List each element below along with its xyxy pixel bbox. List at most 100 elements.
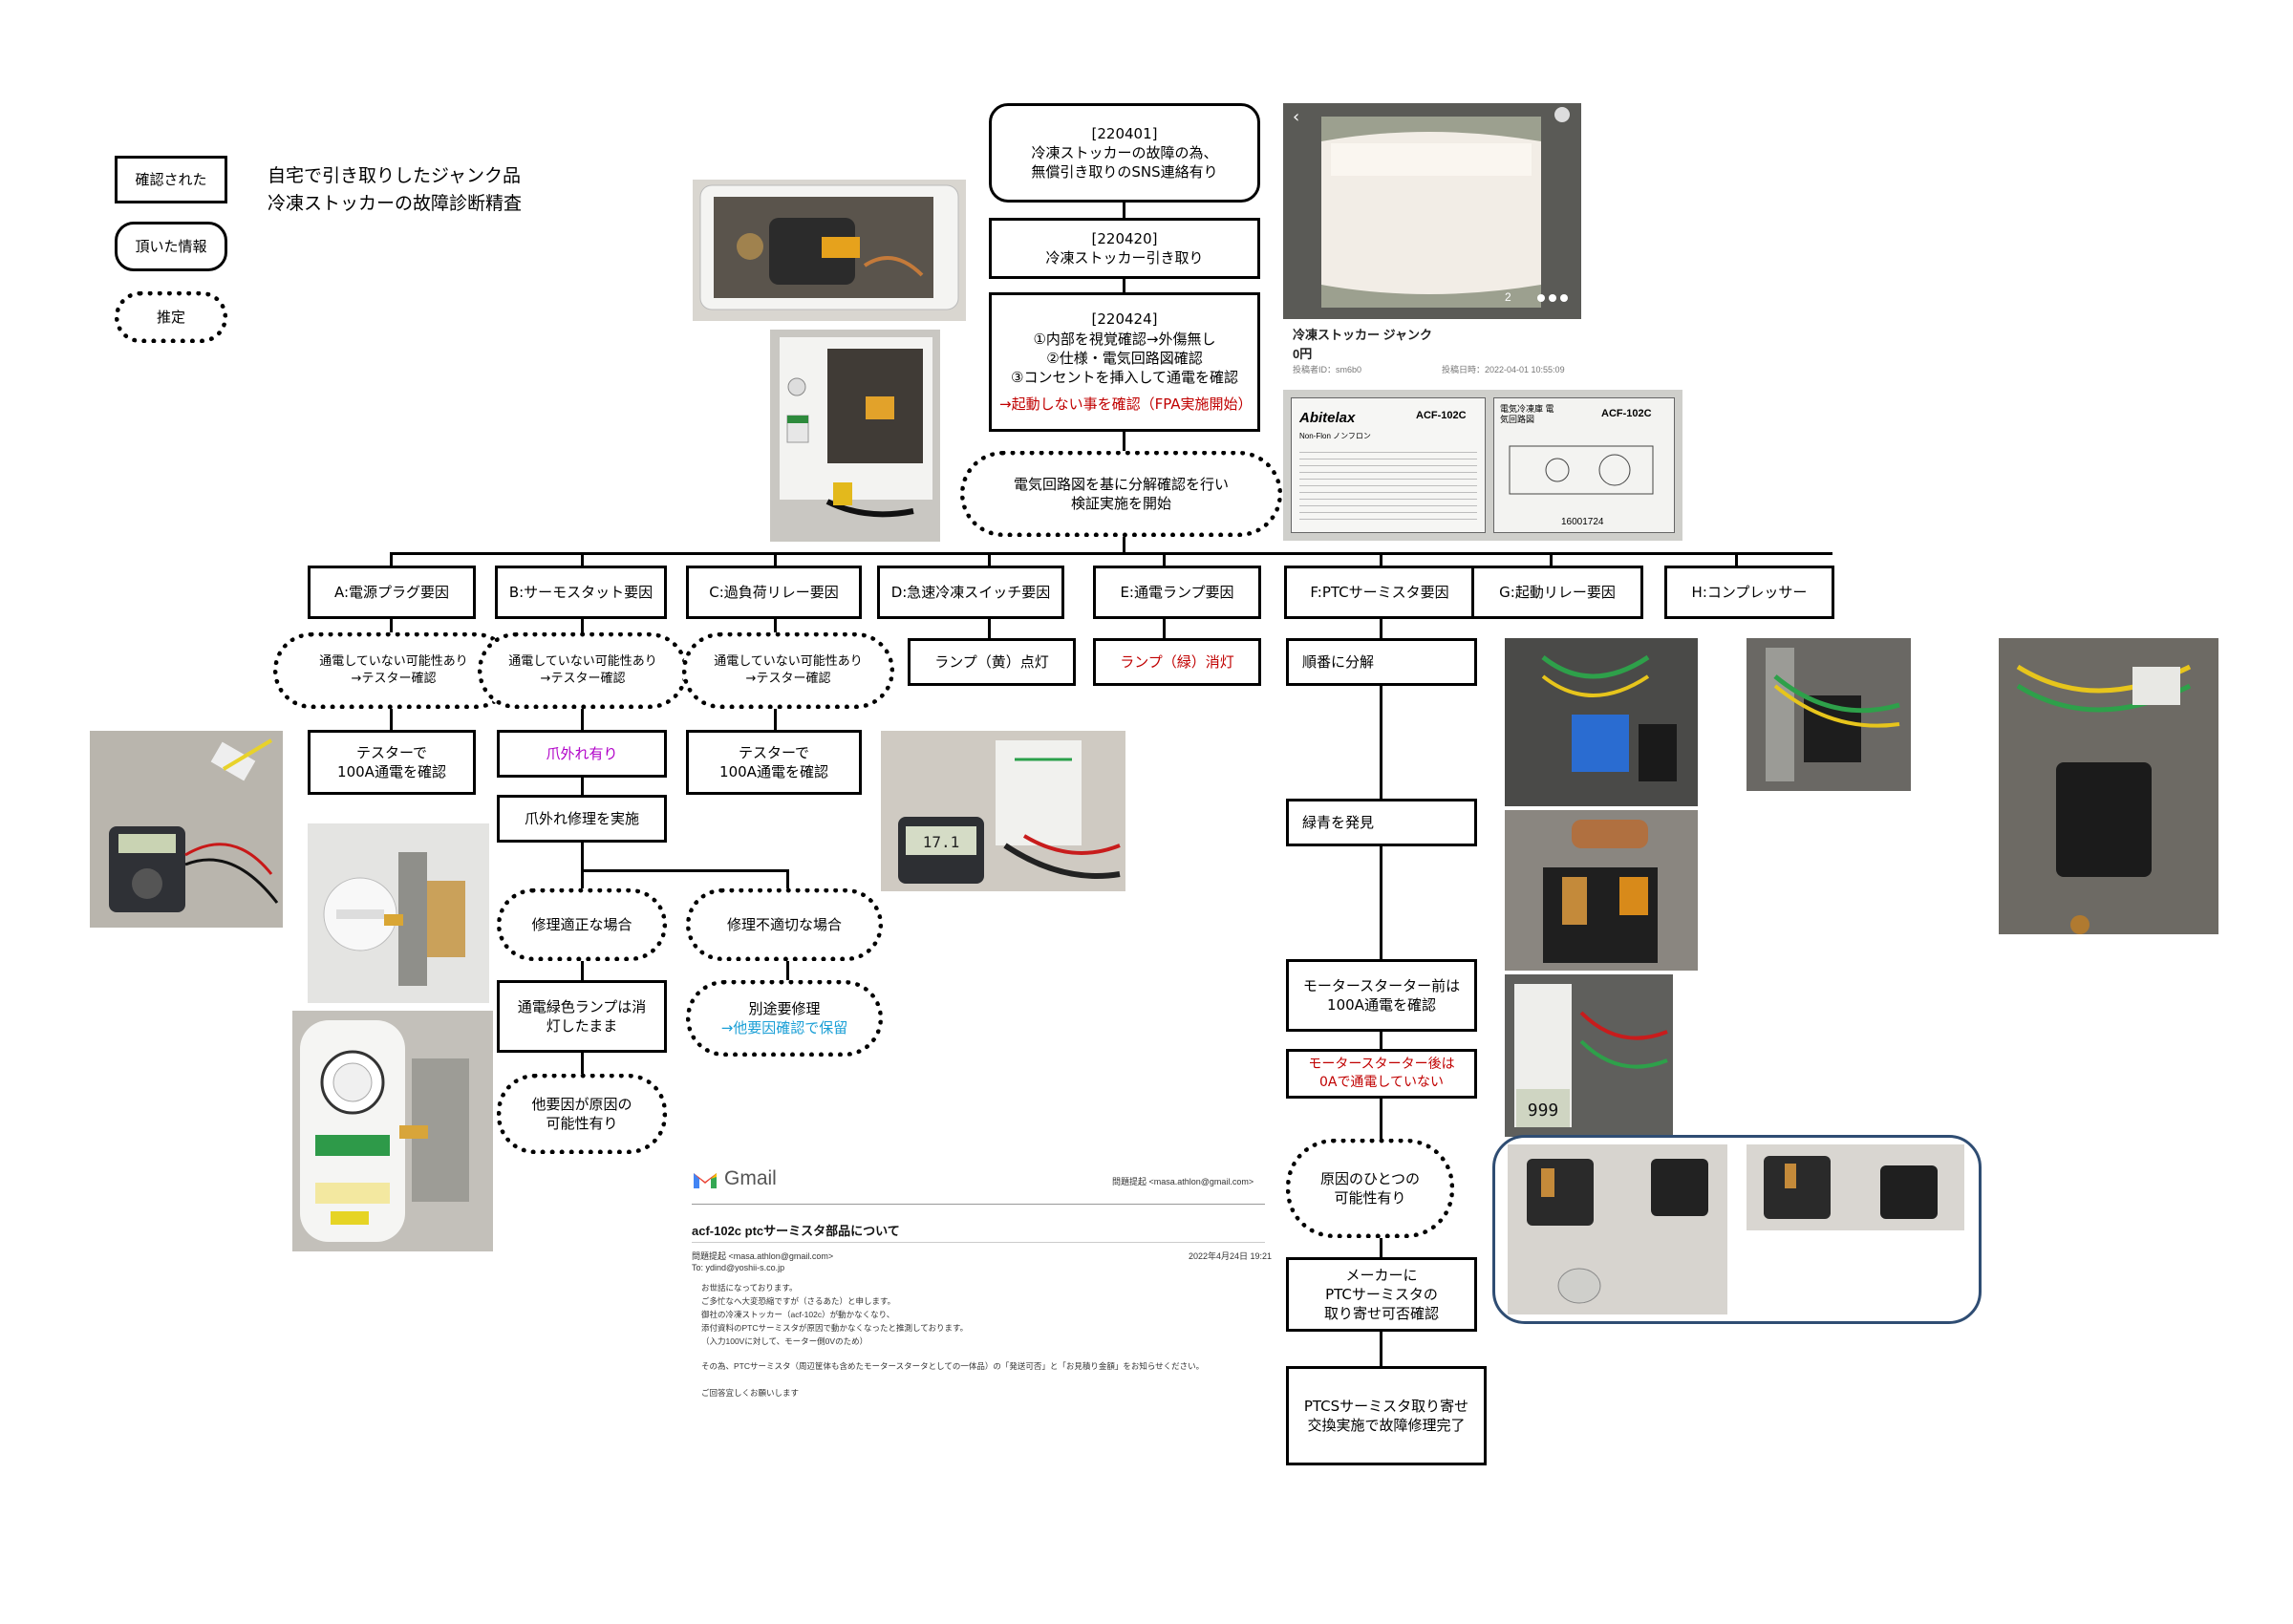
connector [1380, 1236, 1382, 1259]
listing-seller: 投稿者ID：sm6b0 [1293, 365, 1362, 374]
node-f-repair-complete: PTCSサーミスタ取り寄せ 交換実施で故障修理完了 [1286, 1366, 1487, 1465]
photo-multimeter [90, 731, 283, 928]
node-b-green-lamp-off: 通電緑色ランプは消 灯したまま [497, 980, 667, 1053]
cause-c-overload-relay: C:過負荷リレー要因 [686, 566, 862, 619]
meter-reading-value: 999 [1528, 1100, 1559, 1121]
label-brand-left: Abitelax [1299, 410, 1356, 426]
gmail-logo-text: Gmail [724, 1167, 777, 1189]
timeline-disassembly: 電気回路図を基に分解確認を行い 検証実施を開始 [960, 451, 1282, 537]
connector [1380, 552, 1382, 567]
node-b-separate-repair: 別途要修理 →他要因確認で保留 [686, 980, 883, 1057]
gmail-from: 問題提起 <masa.athlon@gmail.com> [692, 1251, 834, 1261]
cause-g-starting-relay: G:起動リレー要因 [1471, 566, 1643, 619]
legend-estimated: 推定 [115, 291, 227, 343]
connector [581, 1051, 584, 1076]
connector [1380, 846, 1382, 961]
connector [581, 841, 584, 869]
label-model-right: ACF-102C [1601, 408, 1652, 419]
connector [581, 707, 584, 732]
page-title: 自宅で引き取りしたジャンク品 冷凍ストッカーの故障診断精査 [268, 162, 522, 217]
photo-ptc-parts-with-coin [1508, 1144, 1727, 1314]
cause-f-ptc-thermistor: F:PTCサーミスタ要因 [1284, 566, 1475, 619]
node-b-possible-no-current: 通電していない可能性あり →テスター確認 [478, 632, 688, 709]
listing-price: 0円 [1293, 347, 1313, 361]
listing-date: 投稿日時：2022-04-01 10:55:09 [1442, 365, 1565, 374]
connector-horizontal [390, 552, 1832, 555]
photo-starter-relay-1 [1505, 638, 1698, 806]
connector [581, 869, 584, 890]
connector [581, 552, 584, 567]
listing-title: 冷凍ストッカー ジャンク [1293, 328, 1432, 342]
connector [1380, 1097, 1382, 1141]
node-c-tester-ok: テスターで 100A通電を確認 [686, 730, 862, 795]
gmail-subject: acf-102c ptcサーミスタ部品について [692, 1224, 900, 1238]
photo-label-plate: Abitelax ACF-102C Non-Flon ノンフロン 電気冷凍庫 電… [1283, 390, 1682, 541]
connector [1380, 686, 1382, 801]
ptc-parts-coin-image [1508, 1144, 1727, 1314]
connector [1380, 1030, 1382, 1051]
legend-received: 頂いた情報 [115, 222, 227, 271]
node-b-claw-repair: 爪外れ修理を実施 [497, 795, 667, 843]
starter-relay-2-image [1747, 638, 1911, 791]
connector [581, 959, 584, 982]
gmail-to: To: ydind@yoshii-s.co.jp [692, 1263, 785, 1272]
photo-freezer-interior [693, 180, 966, 321]
node-d-yellow-lamp-on: ランプ（黄）点灯 [908, 638, 1076, 686]
photo-thermostat-knob [308, 823, 489, 1003]
connector [581, 776, 584, 797]
node-b-repair-improper: 修理不適切な場合 [686, 888, 883, 961]
photo-ptc-parts-pair [1747, 1144, 1964, 1230]
label-serial: 16001724 [1561, 517, 1604, 527]
node-f-after-starter: モータースターター後は 0Aで通電していない [1286, 1049, 1477, 1099]
node-a-tester-ok: テスターで 100A通電を確認 [308, 730, 476, 795]
control-panel-image [292, 1011, 493, 1251]
circuit-diagram-image [1509, 445, 1654, 495]
thermostat-knob-image [308, 823, 489, 1003]
gmail-from-top: 問題提起 <masa.athlon@gmail.com> [1112, 1177, 1254, 1186]
node-b-claw-detached: 爪外れ有り [497, 730, 667, 778]
photo-starter-relay-3 [1999, 638, 2218, 934]
connector [1123, 430, 1125, 453]
timeline-220420: [220420] 冷凍ストッカー引き取り [989, 218, 1260, 279]
photo-control-panel [292, 1011, 493, 1251]
cause-a-power-plug: A:電源プラグ要因 [308, 566, 476, 619]
connector [774, 617, 777, 634]
tester-reading: 17.1 [923, 833, 960, 851]
connector [774, 707, 777, 732]
gmail-body-line: ご回答宜しくお願いします [701, 1388, 800, 1398]
gmail-body-line: ご多忙なへ大変恐縮ですが（さるあた）と申します。 [701, 1296, 896, 1306]
gmail-body-line: 御社の冷凍ストッカー（acf-102c）が動かなくなり、 [701, 1310, 895, 1319]
connector [1380, 617, 1382, 640]
cause-h-compressor: H:コンプレッサー [1664, 566, 1834, 619]
starter-relay-3-image [1999, 638, 2218, 934]
freezer-interior-image [693, 180, 966, 321]
gmail-screenshot: Gmail 問題提起 <masa.athlon@gmail.com> acf-1… [692, 1158, 1273, 1435]
node-b-repair-proper: 修理適正な場合 [497, 888, 667, 961]
gmail-body-line: その為、PTCサーミスタ（周辺筐体も含めたモータースタータとしての一体品）の「発… [701, 1361, 1205, 1371]
node-f-one-cause: 原因のひとつの 可能性有り [1286, 1139, 1454, 1238]
connector [1123, 277, 1125, 294]
node-f-disassemble: 順番に分解 [1286, 638, 1477, 686]
gmail-body-line: （入力100Vに対して、モーター側0Vのため） [701, 1336, 868, 1346]
timeline-220401: [220401] 冷凍ストッカーの故障の為、 無償引き取りのSNS連絡有り [989, 103, 1260, 203]
label-circuit-header: 電気冷凍庫 電気回路図 [1500, 404, 1554, 424]
node-c-possible-no-current: 通電していない可能性あり →テスター確認 [682, 632, 894, 709]
photo-meter-reading: 999 [1505, 974, 1673, 1137]
connector [1123, 535, 1125, 554]
connector [786, 959, 789, 982]
listing-screenshot: ‹ 2 冷凍ストッカー ジャンク 0円 投稿者ID：sm6b0 投稿日時：202… [1283, 103, 1581, 380]
starter-relay-1-image [1505, 638, 1698, 806]
connector [988, 552, 991, 567]
svg-text:‹: ‹ [1293, 107, 1299, 127]
verdigris-terminal-image [1505, 810, 1698, 971]
cause-d-quick-freeze-switch: D:急速冷凍スイッチ要因 [877, 566, 1064, 619]
legend-confirmed: 確認された [115, 156, 227, 203]
photo-tester-measurement: 17.1 [881, 731, 1125, 891]
connector [774, 552, 777, 567]
connector [988, 617, 991, 640]
connector [1380, 1330, 1382, 1368]
gmail-date: 2022年4月24日 19:21 [1189, 1251, 1273, 1261]
connector [1735, 552, 1738, 567]
connector [1163, 617, 1166, 640]
connector-horizontal [581, 869, 789, 872]
